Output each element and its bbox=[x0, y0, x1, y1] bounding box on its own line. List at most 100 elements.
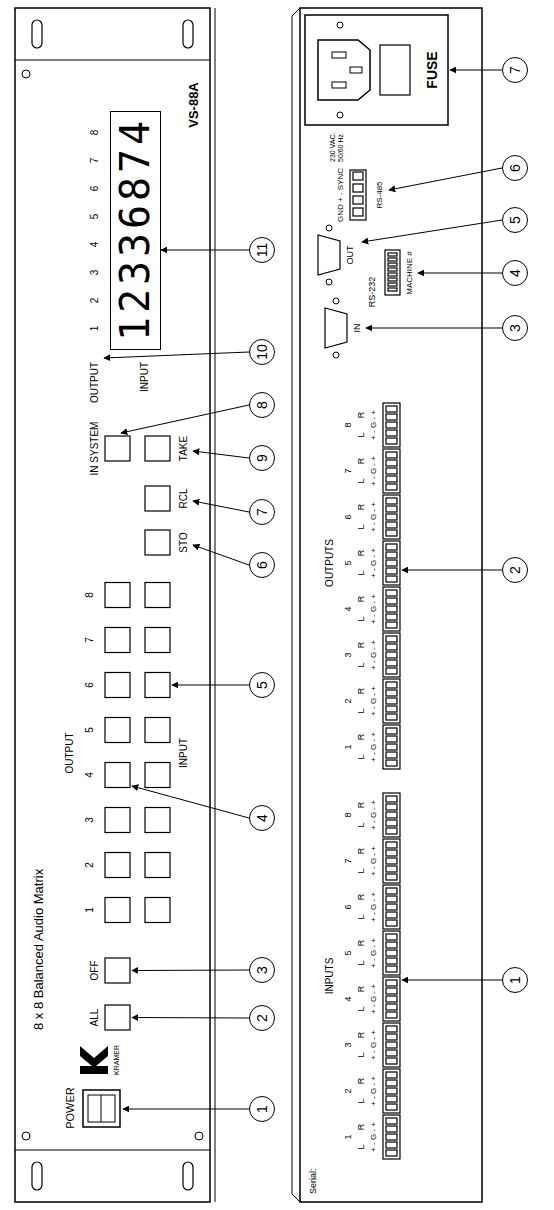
terminal-screw bbox=[386, 560, 397, 566]
callout-text: 5 bbox=[255, 681, 269, 689]
input-button bbox=[145, 718, 170, 743]
terminal-screw bbox=[386, 796, 397, 802]
display-digit: 4 bbox=[115, 121, 155, 145]
terminal-screw bbox=[386, 850, 397, 856]
dip-switch bbox=[388, 283, 397, 286]
callout-number: 6 bbox=[249, 552, 275, 578]
channel-number: 3 bbox=[344, 652, 353, 657]
terminal-block bbox=[383, 587, 400, 631]
serial-label: Serial: bbox=[309, 1168, 318, 1194]
power-switch-rocker bbox=[101, 1095, 102, 1122]
panel-screw bbox=[195, 1132, 203, 1140]
terminal-screw bbox=[386, 506, 397, 512]
output-button bbox=[105, 583, 130, 608]
terminal-block bbox=[383, 885, 400, 929]
iec-socket bbox=[318, 40, 370, 100]
input-button bbox=[145, 808, 170, 833]
callout-text: 5 bbox=[508, 216, 522, 224]
connector-screw bbox=[333, 298, 339, 304]
rear-panel-depth bbox=[292, 8, 300, 1202]
terminal-screw bbox=[386, 966, 397, 972]
input-button bbox=[145, 583, 170, 608]
terminal-screw bbox=[386, 950, 397, 956]
socket-pin bbox=[350, 67, 362, 73]
leader-line bbox=[193, 501, 249, 512]
terminal-screw bbox=[386, 866, 397, 872]
display-digit: 6 bbox=[115, 205, 155, 229]
panel-depth-line bbox=[215, 8, 216, 1202]
dip-switch bbox=[388, 258, 397, 261]
callout-number: 7 bbox=[502, 57, 528, 83]
db9-connector bbox=[325, 308, 347, 348]
callout-text: 6 bbox=[255, 561, 269, 569]
leader-line bbox=[193, 545, 249, 565]
terminal-polarity: + - G - + bbox=[370, 800, 378, 830]
callout-text: 3 bbox=[508, 324, 522, 332]
terminal-screw bbox=[353, 196, 363, 204]
switch-label: POWER bbox=[65, 1087, 76, 1129]
display-number: 3 bbox=[90, 270, 100, 276]
callout-text: 7 bbox=[255, 508, 269, 516]
dip-switch bbox=[388, 268, 397, 271]
terminal-screw bbox=[386, 530, 397, 536]
callout-number: 11 bbox=[249, 237, 275, 263]
terminal-screw bbox=[386, 1058, 397, 1064]
terminal-polarity: + - G - + bbox=[370, 502, 378, 532]
channel-side: R bbox=[357, 802, 366, 809]
terminal-screw bbox=[353, 172, 363, 180]
terminal-screw bbox=[386, 660, 397, 666]
channel-side: R bbox=[357, 1078, 366, 1085]
channel-side: L bbox=[357, 616, 366, 621]
button-label: TAKE bbox=[179, 436, 189, 461]
terminal-screw bbox=[386, 1096, 397, 1102]
terminal-polarity: + - G - + bbox=[370, 938, 378, 968]
button-number: 5 bbox=[85, 727, 95, 733]
dip-switch bbox=[388, 263, 397, 266]
connector-group-label: OUTPUTS bbox=[325, 539, 335, 587]
callout-number: 5 bbox=[502, 207, 528, 233]
off-button bbox=[105, 958, 130, 983]
terminal-screw bbox=[386, 1142, 397, 1148]
terminal-screw bbox=[386, 414, 397, 420]
display-number: 5 bbox=[90, 214, 100, 220]
display-number: 2 bbox=[90, 298, 100, 304]
dip-switch bbox=[388, 288, 397, 291]
button-number: 1 bbox=[85, 907, 95, 913]
channel-side: L bbox=[357, 570, 366, 575]
leader-line bbox=[132, 786, 249, 818]
channel-number: 7 bbox=[344, 858, 353, 863]
button-label: RCL bbox=[179, 488, 189, 508]
button-number: 7 bbox=[85, 637, 95, 643]
socket-pin bbox=[332, 52, 346, 58]
leader-line bbox=[366, 328, 502, 329]
callout-number: 2 bbox=[249, 1005, 275, 1031]
channel-side: R bbox=[357, 986, 366, 993]
terminal-screw bbox=[386, 714, 397, 720]
terminal-screw bbox=[386, 468, 397, 474]
terminal-screw bbox=[386, 1080, 397, 1086]
button-number: 2 bbox=[85, 862, 95, 868]
recall-button bbox=[145, 486, 170, 511]
terminal-screw bbox=[386, 430, 397, 436]
callout-text: 9 bbox=[255, 454, 269, 462]
brand-logo bbox=[80, 1046, 108, 1074]
power-inlet-plate bbox=[305, 15, 448, 125]
channel-number: 6 bbox=[344, 904, 353, 909]
leader-line bbox=[362, 220, 502, 242]
leader-line bbox=[418, 273, 502, 274]
leader-line bbox=[123, 1109, 249, 1110]
terminal-screw bbox=[386, 598, 397, 604]
terminal-screw bbox=[386, 888, 397, 894]
display-digit: 8 bbox=[115, 177, 155, 201]
terminal-screw bbox=[386, 842, 397, 848]
terminal-screw bbox=[386, 874, 397, 880]
output-button bbox=[105, 628, 130, 653]
display-number: 7 bbox=[90, 158, 100, 164]
terminal-block bbox=[383, 449, 400, 493]
terminal-screw bbox=[353, 184, 363, 192]
button-label: OFF bbox=[90, 961, 100, 981]
input-button bbox=[145, 898, 170, 923]
terminal-polarity: + - G - + bbox=[370, 984, 378, 1014]
terminal-block bbox=[383, 403, 400, 447]
terminal-block bbox=[383, 839, 400, 883]
